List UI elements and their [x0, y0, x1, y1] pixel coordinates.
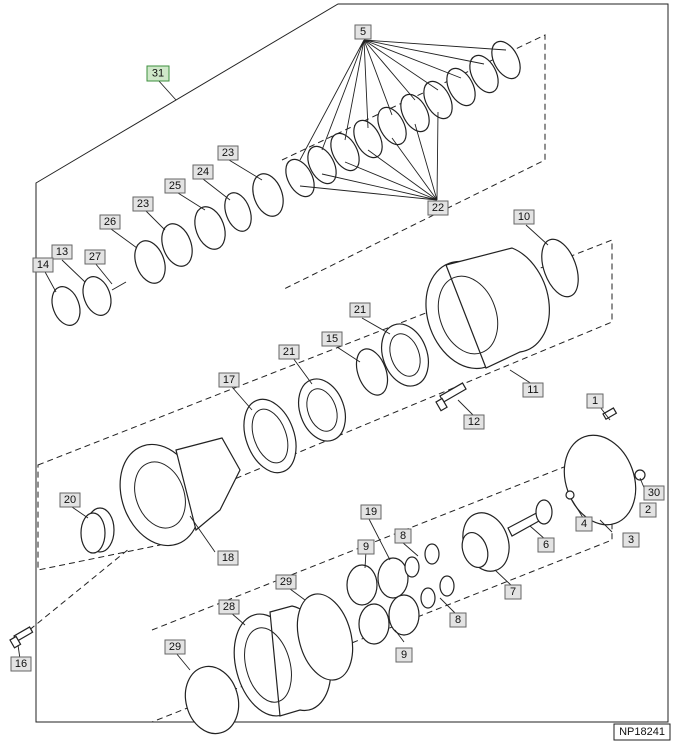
- callout-21: 21: [349, 302, 371, 318]
- callout-24: 24: [192, 164, 214, 180]
- svg-text:13: 13: [56, 246, 68, 258]
- callout-21: 21: [278, 344, 300, 360]
- svg-text:10: 10: [518, 211, 530, 223]
- callout-28: 28: [218, 599, 240, 615]
- callout-5: 5: [354, 24, 372, 40]
- svg-text:23: 23: [222, 147, 234, 159]
- callout-9: 9: [395, 647, 413, 663]
- svg-text:5: 5: [360, 26, 366, 38]
- svg-text:29: 29: [280, 576, 292, 588]
- callout-14: 14: [32, 257, 54, 273]
- callout-25: 25: [164, 178, 186, 194]
- figure-id-label: NP18241: [613, 723, 671, 741]
- svg-text:22: 22: [432, 202, 444, 214]
- callout-30: 30: [643, 485, 665, 501]
- callout-13: 13: [51, 244, 73, 260]
- svg-text:NP18241: NP18241: [619, 726, 665, 738]
- callout-10: 10: [513, 209, 535, 225]
- svg-text:17: 17: [223, 374, 235, 386]
- callout-7: 7: [504, 584, 522, 600]
- svg-text:20: 20: [64, 494, 76, 506]
- callout-labels: 1 2 3 4 5 6 7 8 8 9 9 10 11 12 13 14 15 …: [10, 24, 665, 672]
- callout-9: 9: [357, 539, 375, 555]
- callout-6: 6: [537, 537, 555, 553]
- bolt-axis-line: [21, 547, 131, 637]
- svg-text:28: 28: [223, 601, 235, 613]
- wheel-hub: [119, 437, 241, 547]
- svg-text:9: 9: [363, 541, 369, 553]
- svg-text:19: 19: [365, 506, 377, 518]
- callout-8: 8: [394, 528, 412, 544]
- svg-text:9: 9: [401, 649, 407, 661]
- svg-text:21: 21: [283, 346, 295, 358]
- bolt-12: [435, 382, 467, 412]
- leader-lines: [17, 39, 646, 671]
- svg-text:7: 7: [510, 586, 516, 598]
- svg-text:3: 3: [628, 534, 634, 546]
- svg-text:24: 24: [197, 166, 209, 178]
- svg-text:16: 16: [15, 658, 27, 670]
- callout-31: 31: [146, 65, 170, 82]
- callout-15: 15: [321, 331, 343, 347]
- callout-12: 12: [463, 414, 485, 430]
- svg-text:15: 15: [326, 333, 338, 345]
- callout-27: 27: [84, 249, 106, 265]
- callout-23: 23: [217, 145, 239, 161]
- callout-18: 18: [217, 550, 239, 566]
- callout-1: 1: [586, 393, 604, 409]
- svg-text:30: 30: [648, 487, 660, 499]
- svg-text:8: 8: [400, 530, 406, 542]
- callout-8: 8: [449, 612, 467, 628]
- clutch-plates: [285, 40, 521, 198]
- callout-2: 2: [639, 502, 657, 518]
- bolt-16: [9, 626, 34, 649]
- svg-text:26: 26: [104, 216, 116, 228]
- callout-20: 20: [59, 492, 81, 508]
- svg-text:4: 4: [581, 518, 587, 530]
- svg-text:11: 11: [527, 384, 538, 396]
- svg-text:12: 12: [468, 416, 480, 428]
- svg-text:31: 31: [152, 68, 164, 80]
- callout-17: 17: [218, 372, 240, 388]
- callout-16: 16: [10, 656, 32, 672]
- callout-29: 29: [164, 639, 186, 655]
- callout-29: 29: [275, 574, 297, 590]
- upper-rings: [51, 173, 284, 326]
- svg-text:27: 27: [89, 251, 101, 263]
- callout-19: 19: [360, 504, 382, 520]
- callout-23: 23: [132, 196, 154, 212]
- callout-11: 11: [522, 382, 544, 398]
- cover-and-carrier: [461, 407, 646, 572]
- svg-text:29: 29: [169, 641, 181, 653]
- svg-text:8: 8: [455, 614, 461, 626]
- svg-text:6: 6: [543, 539, 549, 551]
- svg-text:25: 25: [169, 180, 181, 192]
- svg-text:2: 2: [645, 504, 651, 516]
- svg-text:21: 21: [354, 304, 366, 316]
- callout-3: 3: [622, 532, 640, 548]
- bearings: [243, 323, 429, 474]
- callout-26: 26: [99, 214, 121, 230]
- gear-housing: [425, 238, 579, 370]
- diagram-outline: [35, 3, 669, 723]
- svg-text:14: 14: [37, 259, 49, 271]
- planetary-gears: [346, 543, 455, 645]
- callout-22: 22: [427, 200, 449, 216]
- svg-text:1: 1: [592, 395, 598, 407]
- svg-text:18: 18: [222, 552, 234, 564]
- gear-20: [80, 507, 115, 554]
- callout-4: 4: [575, 516, 593, 532]
- ring-gear: [184, 593, 354, 735]
- svg-text:23: 23: [137, 198, 149, 210]
